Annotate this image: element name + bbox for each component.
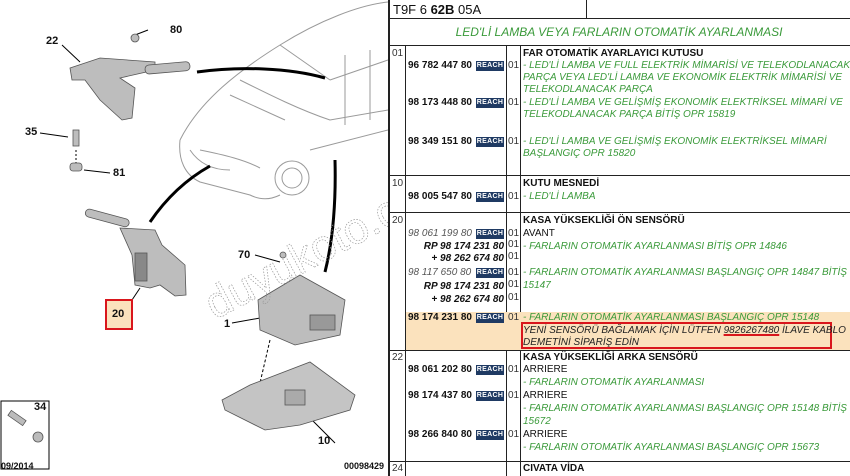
warning-box [521,322,832,349]
diagram-date: 09/2014 [1,461,34,471]
reach-badge: REACH [476,313,504,323]
part-number[interactable]: 98 005 547 80 [408,191,472,202]
part-number[interactable]: 98 266 840 80 [408,429,472,440]
part-note: ARRIERE [523,364,568,375]
callout-20-highlight [105,299,133,330]
part-description: - FARLARIN OTOMATİK AYARLANMASI BAŞLANGI… [523,442,820,453]
part-22-rear-sensor [69,33,191,121]
reach-badge: REACH [476,98,504,108]
group-name: CIVATA VİDA [523,463,585,474]
reach-badge: REACH [476,391,504,401]
callout-20[interactable]: 20 [112,308,125,320]
part-note: ARRIERE [523,429,568,440]
group-name: FAR OTOMATİK AYARLAYICI KUTUSU [523,48,704,59]
group-index: 24 [392,463,404,474]
part-number[interactable]: 98 061 202 80 [408,364,472,375]
part-description: - FARLARIN OTOMATİK AYARLANMASI [523,377,705,388]
quantity: 01 [508,279,520,290]
reach-badge: REACH [476,430,504,440]
quantity: 01 [508,251,520,262]
part-description: TELEKODLANACAK PARÇA BİTİŞ OPR 15819 [523,109,736,120]
part-number[interactable]: 98 174 437 80 [408,390,472,401]
part-description: 15147 [523,280,551,291]
part-description: PARÇA VEYA LED'Lİ LAMBA VE EKONOMİK ELEK… [523,72,843,83]
warning-line-2: DEMETİNİ SİPARİŞ EDİN [523,337,639,348]
callout-34[interactable]: 34 [34,401,47,413]
quantity: 01 [508,267,520,278]
quantity: 01 [508,429,520,440]
callout-80[interactable]: 80 [170,24,183,36]
part-1-control-box [257,251,346,346]
part-note: ARRIERE [523,390,568,401]
part-description: - FARLARIN OTOMATİK AYARLANMASI BİTİŞ OP… [523,241,787,252]
parts-table: T9F 6 62B 05A LED'Lİ LAMBA VEYA FARLARIN… [388,0,850,476]
part-description: TELEKODLANACAK PARÇA [523,84,653,95]
part-description: - LED'Lİ LAMBA VE GELİŞMİŞ EKONOMİK ELEK… [523,136,827,147]
part-description: - LED'Lİ LAMBA VE FULL ELEKTRİK MİMARİSİ… [523,60,850,71]
quantity: 01 [508,60,520,71]
reach-badge: REACH [476,268,504,278]
quantity: 01 [508,191,520,202]
replacement-part-number[interactable]: + 98 262 674 80 [431,294,504,305]
part-number[interactable]: 98 173 448 80 [408,97,472,108]
callout-70[interactable]: 70 [238,249,251,261]
additional-harness-part-number[interactable]: 9826267480 [723,325,780,336]
group-index: 10 [392,178,404,189]
replacement-part-number[interactable]: RP 98 174 231 80 [423,281,504,292]
group-index: 20 [392,215,404,226]
quantity: 01 [508,364,520,375]
part-description: - LED'Lİ LAMBA [523,191,596,202]
callout-1[interactable]: 1 [224,318,231,330]
group-name: KUTU MESNEDİ [523,178,600,189]
callout-81[interactable]: 81 [113,167,126,179]
part-number[interactable]: 98 349 151 80 [408,136,472,147]
part-number[interactable]: 98 061 199 80 [408,228,472,239]
part-description: - FARLARIN OTOMATİK AYARLANMASI BAŞLANGI… [523,312,820,323]
part-description: BAŞLANGIÇ OPR 15820 [523,148,636,159]
part-description: - LED'Lİ LAMBA VE GELİŞMİŞ EKONOMİK ELEK… [523,97,843,108]
catalog-code: T9F 6 62B 05A [393,2,482,17]
part-number[interactable]: 98 174 231 80 [408,312,472,323]
quantity: 01 [508,136,520,147]
part-35-bolt [69,129,83,172]
part-description: - FARLARIN OTOMATİK AYARLANMASI BAŞLANGI… [523,403,850,414]
replacement-part-number[interactable]: RP 98 174 231 80 [423,241,504,252]
callout-22[interactable]: 22 [46,35,59,47]
car-illustration [179,1,388,200]
reach-badge: REACH [476,137,504,147]
section-title: LED'Lİ LAMBA VEYA FARLARIN OTOMATİK AYAR… [455,25,783,39]
part-34-inset-frame [0,400,50,470]
callout-35[interactable]: 35 [25,126,38,138]
reach-badge: REACH [476,192,504,202]
diagram-number: 00098429 [344,461,385,471]
group-name: KASA YÜKSEKLİĞİ ARKA SENSÖRÜ [523,352,698,363]
part-description: 15672 [523,416,551,427]
reach-badge: REACH [476,365,504,375]
reach-badge: REACH [476,61,504,71]
part-10-bracket [221,361,356,431]
group-index: 01 [392,48,404,59]
reach-badge: REACH [476,229,504,239]
part-description: - FARLARIN OTOMATİK AYARLANMASI BAŞLANGI… [523,267,850,278]
quantity: 01 [508,292,520,303]
part-20-front-sensor [84,208,187,297]
part-number[interactable]: 98 117 650 80 [408,267,472,278]
part-number[interactable]: 96 782 447 80 [408,60,472,71]
part-34-ball-stud [7,409,44,443]
group-name: KASA YÜKSEKLİĞİ ÖN SENSÖRÜ [523,215,685,226]
quantity: 01 [508,228,520,239]
quantity: 01 [508,312,520,323]
quantity: 01 [508,97,520,108]
part-note: AVANT [523,228,555,239]
quantity: 01 [508,239,520,250]
group-index: 22 [392,352,404,363]
replacement-part-number[interactable]: + 98 262 674 80 [431,253,504,264]
quantity: 01 [508,390,520,401]
diagram-drawing: duyukoto.com [0,1,388,470]
callout-10[interactable]: 10 [318,435,331,447]
parts-diagram: duyukoto.com 22 80 35 81 20 70 1 10 34 0… [0,0,388,476]
warning-line-1: YENİ SENSÖRÜ BAĞLAMAK İÇİN LÜTFEN 982626… [523,325,846,336]
